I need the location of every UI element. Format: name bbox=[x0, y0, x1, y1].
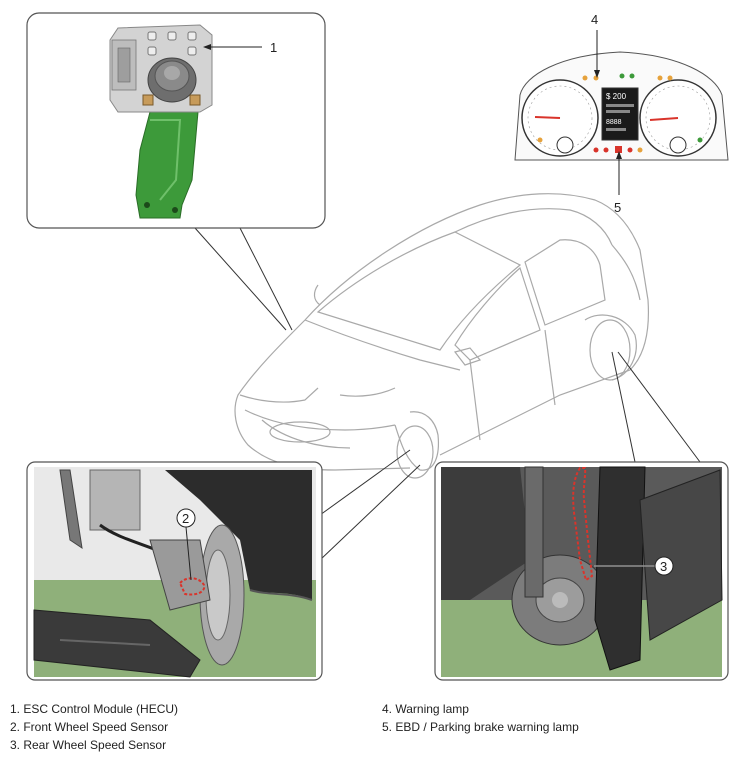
center-display bbox=[601, 87, 639, 141]
ebd-warning-icon bbox=[615, 146, 622, 153]
legend-item-rear-sensor: 3. Rear Wheel Speed Sensor bbox=[10, 738, 167, 752]
legend-item-hecu: 1. ESC Control Module (HECU) bbox=[10, 702, 179, 716]
hecu-panel: 1 bbox=[26, 12, 326, 229]
legend-left: 1. ESC Control Module (HECU) 2. Front Wh… bbox=[10, 700, 178, 754]
car-outline bbox=[234, 193, 650, 479]
connector-lines bbox=[194, 227, 701, 561]
legend-right: 4. Warning lamp 5. EBD / Parking brake w… bbox=[382, 700, 579, 736]
callout-1: 1 bbox=[270, 40, 277, 55]
diagram-canvas: 1 $ 200 8888 bbox=[26, 12, 729, 681]
front-sensor-highlight bbox=[178, 577, 206, 596]
legend-item-front-sensor: 2. Front Wheel Speed Sensor bbox=[10, 720, 169, 734]
callout-3: 3 bbox=[660, 559, 667, 574]
callout-5: 5 bbox=[614, 200, 621, 215]
warning-lamp-icon bbox=[593, 75, 599, 81]
odometer-text: $ 200 bbox=[606, 92, 627, 101]
rear-sensor-highlight bbox=[572, 467, 594, 582]
callout-4: 4 bbox=[591, 12, 598, 27]
legend-item-ebd-lamp: 5. EBD / Parking brake warning lamp bbox=[382, 720, 579, 734]
legend-item-warning-lamp: 4. Warning lamp bbox=[382, 702, 469, 716]
rear-wheel-panel: 3 bbox=[434, 461, 729, 681]
instrument-cluster: $ 200 8888 4 5 bbox=[514, 12, 729, 215]
callout-2: 2 bbox=[182, 511, 189, 526]
trip-text: 8888 bbox=[606, 119, 622, 126]
bracket-shape bbox=[135, 111, 199, 219]
front-wheel-panel: 2 bbox=[26, 461, 323, 681]
